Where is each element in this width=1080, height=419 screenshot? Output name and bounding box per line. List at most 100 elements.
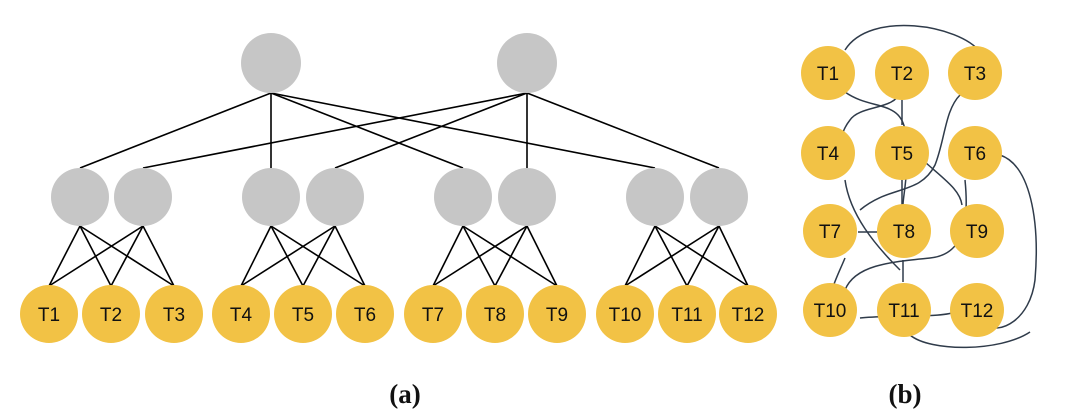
tor-label: T2 <box>100 305 122 326</box>
tor-label: T7 <box>422 305 444 326</box>
tor-label: T4 <box>817 144 840 165</box>
agg-switch-8 <box>690 168 748 226</box>
tor-label: T10 <box>814 301 847 322</box>
tor-node: T10 <box>596 285 654 343</box>
tor-node: T12 <box>719 285 777 343</box>
tor-label: T12 <box>732 305 765 326</box>
agg-switch-7 <box>626 168 684 226</box>
link-core1-agg5 <box>270 92 464 169</box>
tor-label: T1 <box>817 64 839 85</box>
tor-node: T1 <box>20 285 78 343</box>
tor-label: T8 <box>484 305 506 326</box>
link-t4-t11 <box>844 179 901 271</box>
agg-switch-1 <box>51 168 109 226</box>
tor-label: T11 <box>888 301 919 322</box>
tor-label: T9 <box>546 305 568 326</box>
link-core2-agg2 <box>142 92 528 169</box>
tor-label: T12 <box>961 301 994 322</box>
tor-label: T2 <box>891 64 913 85</box>
tor-switches-b: T1 T2 T3 T4 T5 T6 T7 T8 T9 T10 T11 T12 <box>801 46 1004 337</box>
tor-node: T9 <box>950 204 1004 258</box>
link-agg8-t12 <box>718 225 749 287</box>
agg-switch-6 <box>498 168 556 226</box>
tor-switches-a: T1 T2 T3 T4 T5 T6 T7 T8 T9 T10 T11 T12 <box>20 285 777 343</box>
tor-node: T3 <box>948 46 1002 100</box>
link-agg4-t6 <box>334 225 366 287</box>
tor-label: T6 <box>354 305 376 326</box>
mesh-links <box>831 24 1037 349</box>
tor-node: T11 <box>658 285 716 343</box>
tor-node: T6 <box>948 126 1002 180</box>
core-switches <box>241 33 557 93</box>
link-agg5-t7 <box>432 225 464 287</box>
panel-a-tree: T1 T2 T3 T4 T5 T6 T7 T8 T9 T10 T11 T12 (… <box>20 33 777 409</box>
link-agg8-t10 <box>624 225 720 287</box>
link-agg3-t6 <box>270 225 366 287</box>
link-t5-t9 <box>924 161 963 206</box>
tor-node: T4 <box>212 285 270 343</box>
tor-node: T6 <box>336 285 394 343</box>
link-core2-agg8 <box>526 92 720 169</box>
link-core1-agg1 <box>79 92 272 169</box>
link-agg4-t5 <box>302 225 336 287</box>
tor-label: T3 <box>964 64 986 85</box>
core-to-aggregation-links <box>79 92 720 169</box>
tor-label: T6 <box>964 144 986 165</box>
link-agg7-t12 <box>654 225 749 287</box>
link-t1-t3 <box>844 24 981 53</box>
agg-switch-3 <box>242 168 300 226</box>
tor-node: T8 <box>877 204 931 258</box>
tor-node: T5 <box>274 285 332 343</box>
tor-node: T7 <box>404 285 462 343</box>
tor-node: T9 <box>528 285 586 343</box>
link-agg6-t8 <box>494 225 528 287</box>
tor-node: T5 <box>875 126 929 180</box>
tor-node: T11 <box>877 283 931 337</box>
tor-label: T3 <box>163 305 185 326</box>
core-switch-1 <box>241 33 301 93</box>
tor-label: T8 <box>893 222 915 243</box>
aggregation-switches <box>51 168 748 226</box>
link-agg6-t9 <box>526 225 558 287</box>
link-t3-t7 <box>859 94 961 211</box>
tor-node: T4 <box>801 126 855 180</box>
tor-node: T10 <box>803 283 857 337</box>
panel-b-label: (b) <box>889 379 922 409</box>
tor-node: T3 <box>145 285 203 343</box>
link-core2-agg4 <box>334 92 528 169</box>
agg-switch-5 <box>434 168 492 226</box>
tor-node: T2 <box>875 46 929 100</box>
link-agg3-t4 <box>240 225 272 287</box>
tor-label: T10 <box>609 305 642 326</box>
tor-label: T4 <box>230 305 253 326</box>
link-agg7-t10 <box>624 225 656 287</box>
link-t6-t12 <box>984 154 1037 329</box>
tor-label: T7 <box>819 222 841 243</box>
tor-label: T11 <box>671 305 702 326</box>
link-agg4-t4 <box>240 225 336 287</box>
tor-label: T1 <box>38 305 60 326</box>
core-switch-2 <box>497 33 557 93</box>
link-t11-t12 <box>909 331 1031 349</box>
tor-node: T12 <box>950 283 1004 337</box>
tor-label: T9 <box>966 222 988 243</box>
link-agg1-t1 <box>48 225 81 287</box>
link-agg5-t9 <box>462 225 558 287</box>
link-agg6-t7 <box>432 225 528 287</box>
tor-node: T1 <box>801 46 855 100</box>
link-core1-agg7 <box>270 92 656 169</box>
agg-switch-2 <box>114 168 172 226</box>
tor-node: T2 <box>82 285 140 343</box>
tor-node: T7 <box>803 204 857 258</box>
tor-node: T8 <box>466 285 524 343</box>
panel-a-label: (a) <box>389 379 420 409</box>
link-agg8-t11 <box>686 225 720 287</box>
link-agg2-t1 <box>48 225 144 287</box>
aggregation-to-tor-links <box>48 225 749 287</box>
tor-label: T5 <box>292 305 314 326</box>
agg-switch-4 <box>306 168 364 226</box>
link-agg2-t2 <box>110 225 144 287</box>
tor-label: T5 <box>891 144 913 165</box>
link-agg2-t3 <box>142 225 175 287</box>
